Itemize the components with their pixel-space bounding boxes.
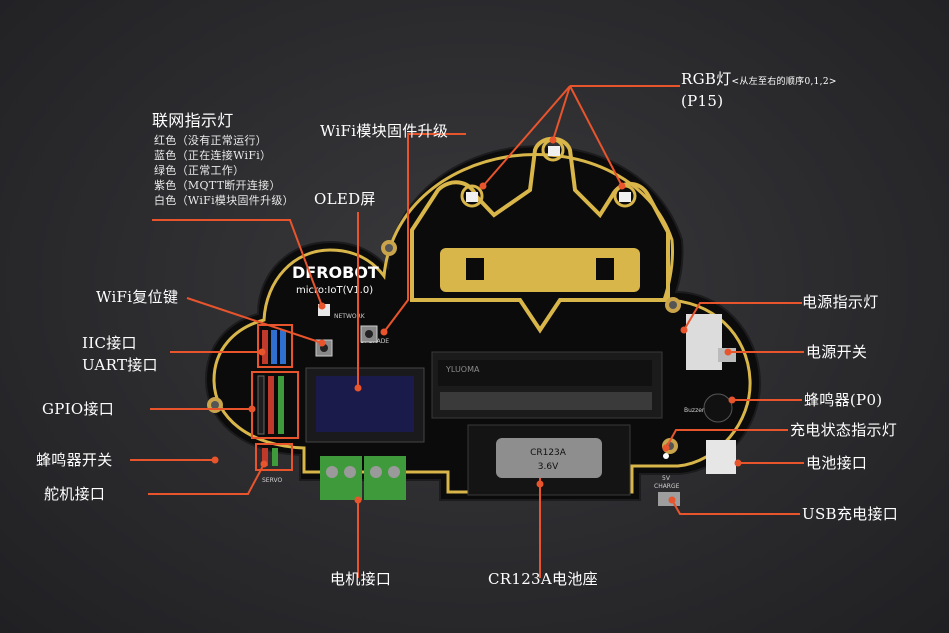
label-buzzer-switch: 蜂鸣器开关 [36, 451, 113, 469]
label-battery-holder: CR123A电池座 [488, 570, 598, 588]
callout-dots [211, 136, 742, 504]
edge-connector: YLUOMA [431, 351, 663, 419]
label-rgb-pin: (P15) [681, 92, 724, 110]
callout-lines [130, 85, 804, 578]
label-wifi-fw: WiFi模块固件升级 [320, 122, 449, 140]
silk-edge: YLUOMA [445, 365, 480, 374]
label-net-led-red: 红色（没有正常运行） [154, 134, 267, 147]
label-motor: 电机接口 [330, 570, 392, 588]
battery-voltage: 3.6V [538, 462, 559, 472]
label-servo: 舵机接口 [44, 485, 106, 503]
label-net-led-green: 绿色（正常工作） [154, 164, 245, 177]
label-battery-port: 电池接口 [806, 454, 868, 472]
label-gpio: GPIO接口 [42, 400, 115, 418]
silk-network: NETWORK [334, 313, 366, 320]
label-rgb-note: <从左至右的顺序0,1,2> [731, 77, 837, 87]
board-brand: DFROBOT [292, 263, 379, 282]
label-wifi-reset: WiFi复位键 [96, 288, 179, 306]
label-buzzer: 蜂鸣器(P0) [804, 391, 883, 409]
label-rgb: RGB灯<从左至右的顺序0,1,2> [681, 70, 837, 91]
silk-buzzer: Buzzer [684, 407, 705, 414]
label-rgb-title: RGB灯 [681, 70, 732, 88]
silk-charge: CHARGE [654, 483, 680, 490]
battery-holder: CR123A 3.6V [467, 424, 631, 496]
buttons [315, 304, 378, 357]
label-power-switch: 电源开关 [806, 343, 868, 361]
robot-face [410, 136, 670, 334]
board-model: micro:IoT(V1.0) [296, 285, 373, 296]
motor-terminals [320, 456, 406, 500]
label-charge-led: 充电状态指示灯 [790, 421, 898, 439]
pin-headers: SERVO [251, 324, 299, 484]
battery-name: CR123A [530, 448, 567, 458]
label-iic: IIC接口 [82, 334, 137, 352]
label-net-led-purple: 紫色（MQTT断开连接） [154, 179, 281, 192]
label-oled: OLED屏 [314, 190, 376, 208]
label-power-led: 电源指示灯 [802, 293, 879, 311]
silk-servo: SERVO [262, 477, 282, 484]
label-net-led-white: 白色（WiFi模块固件升级） [154, 194, 294, 207]
mounting-holes [207, 240, 681, 454]
label-net-led-title: 联网指示灯 [152, 111, 234, 130]
label-net-led-blue: 蓝色（正在连接WiFi） [154, 149, 272, 162]
silk-5v: 5V [662, 475, 671, 482]
label-uart: UART接口 [82, 356, 158, 374]
right-components: Buzzer CHARGE 5V [654, 314, 736, 506]
label-usb-charge: USB充电接口 [802, 505, 899, 523]
oled-screen [305, 367, 425, 443]
